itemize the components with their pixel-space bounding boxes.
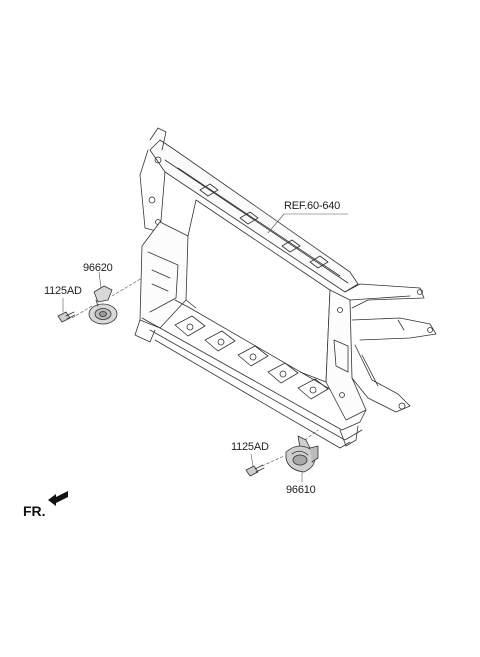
left-horn-mount-line: [111, 277, 143, 297]
left-horn: [88, 285, 118, 325]
part-number-96610: 96610: [286, 484, 316, 496]
part-number-96620: 96620: [83, 262, 113, 274]
left-bolt-mount-line: [71, 305, 93, 319]
ref-leader-line: [267, 213, 285, 234]
right-horn: [285, 435, 319, 473]
arrow-left-icon: [48, 491, 68, 506]
front-end-carrier: [134, 127, 437, 449]
left-bolt: [57, 311, 76, 323]
part-number-1125ad-left: 1125AD: [44, 285, 82, 297]
part-number-1125ad-right: 1125AD: [231, 441, 269, 453]
left-horn-leader: [98, 271, 102, 289]
right-bolt-leader: [250, 453, 254, 467]
right-bolt: [245, 464, 265, 477]
right-horn-mount-line: [304, 429, 319, 441]
right-bolt-mount-line: [261, 455, 285, 467]
ref-label: REF.60-640: [284, 200, 341, 212]
front-direction-label: FR.: [23, 503, 46, 519]
